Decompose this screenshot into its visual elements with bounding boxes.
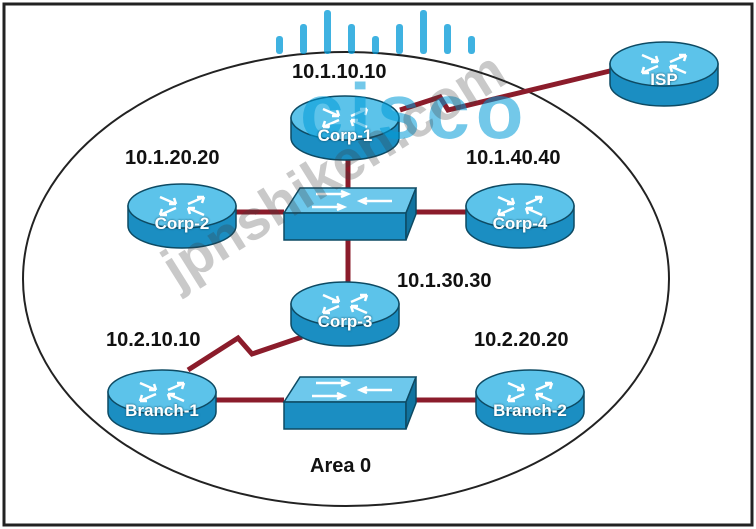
- ip-label-corp-4: 10.1.40.40: [466, 147, 561, 169]
- router-icon-corp-1: [290, 95, 400, 161]
- cisco-watermark: cisco: [300, 67, 530, 155]
- serial-link-corp3-branch1: [186, 334, 303, 373]
- router-label-branch-2: Branch-2: [493, 401, 567, 420]
- router-label-corp-2: Corp-2: [154, 214, 210, 233]
- cisco-logo-icon: [276, 10, 475, 54]
- router-icon-corp-2: [127, 183, 237, 249]
- router-icon-corp-3: [290, 281, 400, 347]
- router-icon-corp-4: [465, 183, 575, 249]
- ip-label-branch-1: 10.2.10.10: [106, 329, 201, 351]
- ip-label-corp-1: 10.1.10.10: [292, 61, 387, 83]
- ip-label-corp-2: 10.1.20.20: [125, 147, 220, 169]
- ip-label-corp-3: 10.1.30.30: [397, 270, 492, 292]
- router-icon-branch-2: [475, 369, 585, 435]
- switch-bottom: [282, 376, 418, 430]
- router-label-branch-1: Branch-1: [125, 401, 199, 420]
- area-boundary: [22, 51, 670, 507]
- router-label-corp-3: Corp-3: [317, 312, 373, 331]
- router-icon-isp: [609, 41, 719, 107]
- ip-label-branch-2: 10.2.20.20: [474, 329, 569, 351]
- router-icon-branch-1: [107, 369, 217, 435]
- serial-link-corp1-isp: [399, 67, 615, 113]
- area-label: Area 0: [310, 455, 372, 477]
- router-label-corp-4: Corp-4: [492, 214, 548, 233]
- router-label-isp: ISP: [650, 70, 678, 89]
- switch-top: [282, 187, 418, 241]
- router-label-corp-1: Corp-1: [317, 126, 373, 145]
